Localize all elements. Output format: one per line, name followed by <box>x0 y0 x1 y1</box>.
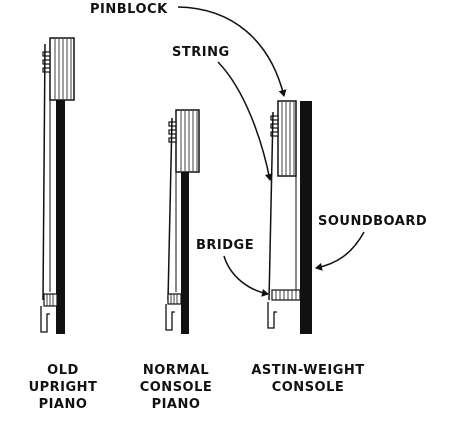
soundboard-arrow <box>315 231 365 271</box>
caption-line: NORMAL <box>143 363 209 378</box>
caption-old-upright: OLD UPRIGHT PIANO <box>29 363 98 412</box>
caption-line: CONSOLE <box>272 380 345 395</box>
pinblock <box>175 109 200 173</box>
pinblock-arrow <box>177 6 287 97</box>
old-upright-piano-figure <box>40 37 75 334</box>
string-label: STRING <box>172 45 230 60</box>
hitch-pin <box>165 304 175 331</box>
tuning-pins <box>270 115 279 137</box>
hitch-pin <box>267 302 277 329</box>
soundboard <box>300 101 312 334</box>
pinblock <box>277 100 297 177</box>
caption-line: CONSOLE <box>140 380 213 395</box>
string-arrow <box>217 61 273 181</box>
bridge-arrow <box>223 255 269 297</box>
caption-astin-weight: ASTIN-WEIGHT CONSOLE <box>251 363 364 395</box>
string <box>167 117 173 301</box>
soundboard <box>56 100 65 334</box>
tuning-pins <box>42 51 51 73</box>
caption-line: OLD <box>47 363 79 378</box>
bridge-label: BRIDGE <box>196 238 254 253</box>
caption-line: UPRIGHT <box>29 380 98 395</box>
string <box>268 111 274 301</box>
hitch-pin <box>40 306 50 333</box>
caption-line: ASTIN-WEIGHT <box>251 363 364 378</box>
astin-weight-console-figure <box>267 100 312 334</box>
soundboard <box>181 172 189 334</box>
caption-line: PIANO <box>39 397 88 412</box>
normal-console-piano-figure <box>165 109 200 334</box>
string <box>42 43 46 301</box>
bridge <box>271 289 301 301</box>
caption-line: PIANO <box>152 397 201 412</box>
pinblock <box>49 37 75 101</box>
bridge <box>43 293 58 307</box>
soundboard-label: SOUNDBOARD <box>318 214 427 229</box>
bridge <box>167 293 182 305</box>
caption-normal-console: NORMAL CONSOLE PIANO <box>140 363 213 412</box>
pinblock-label: PINBLOCK <box>90 2 168 17</box>
